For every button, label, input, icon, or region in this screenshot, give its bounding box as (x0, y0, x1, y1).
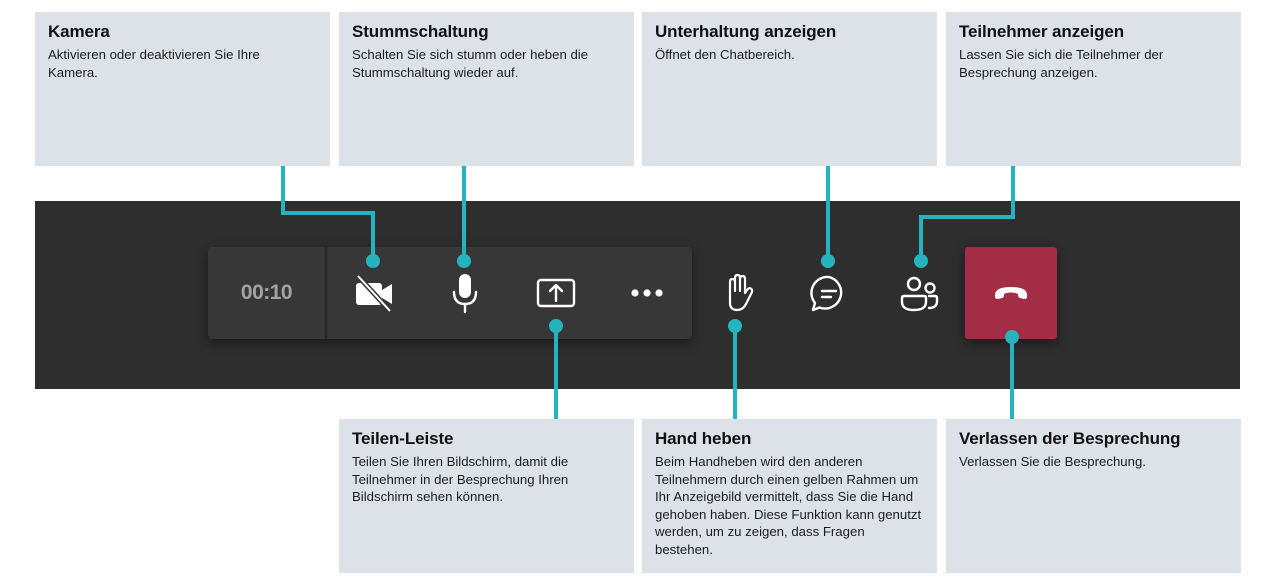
connector-participants (1011, 166, 1015, 218)
callout-description: Schalten Sie sich stumm oder heben die S… (352, 47, 589, 80)
hang-up-icon (995, 287, 1027, 299)
more-options-button[interactable] (617, 263, 677, 323)
callout-camera: Kamera Aktivieren oder deaktivieren Sie … (35, 12, 330, 166)
chat-bubble-icon (810, 275, 843, 312)
callout-description: Lassen Sie sich die Teilnehmer der Bespr… (959, 47, 1164, 80)
share-screen-button[interactable] (526, 263, 586, 323)
connector-dot (821, 254, 835, 268)
callout-description: Beim Handheben wird den anderen Teilnehm… (655, 454, 922, 557)
callout-title: Teilen-Leiste (352, 429, 454, 448)
connector-share (554, 326, 558, 419)
connector-participants (919, 215, 923, 259)
callout-title: Unterhaltung anzeigen (655, 22, 837, 41)
connector-camera (281, 211, 375, 215)
callout-description: Verlassen Sie die Besprechung. (959, 454, 1146, 469)
meeting-toolbar: 00:10 (208, 247, 692, 339)
connector-dot (457, 254, 471, 268)
camera-toggle-button[interactable] (344, 263, 404, 323)
share-screen-icon (536, 278, 576, 308)
connector-leave (1010, 337, 1014, 419)
connector-camera (281, 166, 285, 214)
callout-description: Teilen Sie Ihren Bildschirm, damit die T… (352, 454, 569, 505)
callout-description: Öffnet den Chatbereich. (655, 47, 795, 62)
chat-button[interactable] (799, 264, 859, 324)
connector-raise-hand (733, 326, 737, 419)
connector-chat (826, 166, 830, 260)
callout-title: Teilnehmer anzeigen (959, 22, 1124, 41)
callout-title: Hand heben (655, 429, 752, 448)
connector-participants (919, 215, 1015, 219)
connector-dot (366, 254, 380, 268)
camera-off-icon (356, 274, 392, 313)
callout-description: Aktivieren oder deaktivieren Sie Ihre Ka… (48, 47, 260, 80)
connector-mute (462, 166, 466, 260)
mute-button[interactable] (435, 263, 495, 323)
callout-mute: Stummschaltung Schalten Sie sich stumm o… (339, 12, 634, 166)
call-timer: 00:10 (208, 247, 327, 339)
callout-raise-hand: Hand heben Beim Handheben wird den ander… (642, 419, 937, 573)
callout-leave: Verlassen der Besprechung Verlassen Sie … (946, 419, 1241, 573)
callout-title: Stummschaltung (352, 22, 489, 41)
callout-share: Teilen-Leiste Teilen Sie Ihren Bildschir… (339, 419, 634, 573)
connector-camera (371, 211, 375, 261)
leave-meeting-button[interactable] (965, 247, 1057, 339)
callout-chat: Unterhaltung anzeigen Öffnet den Chatber… (642, 12, 937, 166)
people-icon (900, 276, 939, 312)
hand-icon (728, 273, 754, 312)
callout-participants: Teilnehmer anzeigen Lassen Sie sich die … (946, 12, 1241, 166)
connector-dot (914, 254, 928, 268)
participants-button[interactable] (890, 264, 950, 324)
more-options-icon (631, 289, 663, 297)
microphone-icon (452, 274, 478, 314)
callout-title: Kamera (48, 22, 110, 41)
raise-hand-button[interactable] (709, 263, 769, 323)
callout-title: Verlassen der Besprechung (959, 429, 1181, 448)
